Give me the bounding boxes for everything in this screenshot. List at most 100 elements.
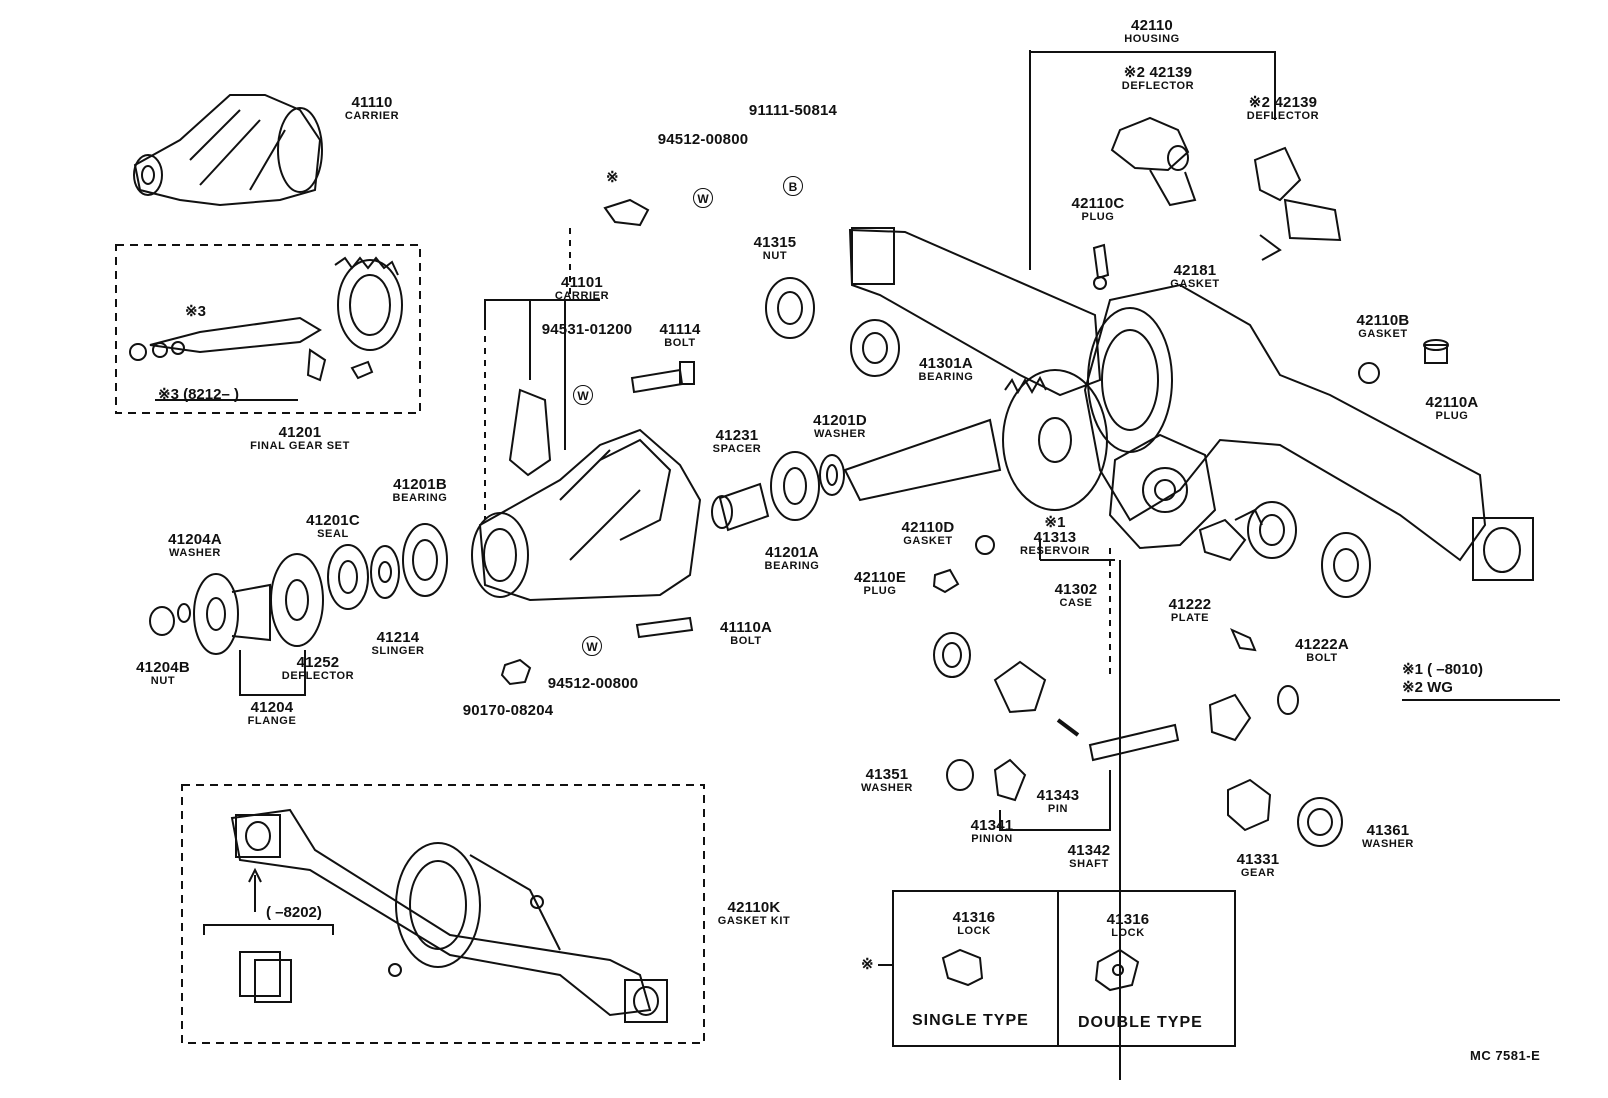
label-lock-single: 41316 LOCK [953,910,996,937]
case-41302-drawing [1039,433,1217,1080]
gasket-42110d-drawing [975,535,995,555]
part-description: CASE [1059,597,1093,609]
part-description: FINAL GEAR SET [250,440,350,452]
part-number: ※2 42139 [1123,64,1193,81]
part-description: PLATE [1170,612,1210,624]
part-number: 41252 [296,654,340,671]
part-number: 41204A [168,531,222,548]
gasket-42110b-drawing [1358,362,1380,384]
part-description: FLANGE [247,715,297,727]
part-description: PIN [1047,803,1069,815]
part-number: 90170-08204 [462,702,554,719]
part-description: DEFLECTOR [1246,110,1320,122]
flange-group-drawing [149,523,448,696]
label-bearing-41201a: 41201A BEARING [765,545,820,572]
part-description: SPACER [712,443,762,455]
label-shaft-41342: 41342 SHAFT [1068,843,1111,870]
bearing-41301a-drawing [850,319,900,377]
part-number: 41351 [865,766,909,783]
label-deflector-41252: 41252 DEFLECTOR [282,655,354,682]
part-number: 41110 [351,94,393,111]
label-seal-41201c: 41201C SEAL [306,513,360,540]
w-circle-middle: W [573,385,593,405]
carrier-41110-drawing [133,94,323,207]
part-number: 41331 [1236,851,1280,868]
part-description: GASKET [1170,278,1220,290]
part-description: WASHER [814,428,866,440]
label-case-41302: 41302 CASE [1055,582,1098,609]
part-number: 94512-00800 [657,131,749,148]
part-number: 42110D [901,519,955,536]
label-washer-41201d: 41201D WASHER [813,413,867,440]
label-plug-42110e: 42110E PLUG [854,570,906,597]
part-number: 41204B [136,659,190,676]
label-slinger-41214: 41214 SLINGER [371,630,424,657]
label-bearing-41301a: 41301A BEARING [919,356,974,383]
label-plug-42110c: 42110C PLUG [1072,196,1125,223]
deflector-42139-b-drawing [1253,146,1342,261]
part-number: 42110B [1356,312,1410,329]
part-number: 41114 [659,321,701,338]
plug-42110e-drawing [932,568,960,594]
part-description: WASHER [861,782,913,794]
part-number: 94531-01200 [541,321,633,338]
deflector-42139-a-drawing [1110,116,1197,207]
part-number: 41222A [1295,636,1349,653]
part-number: 41231 [715,427,759,444]
part-number: 41201D [813,412,867,429]
lock-double-drawing [1094,948,1140,992]
label-bolt-41222a: 41222A BOLT [1295,637,1349,664]
part-number: 41361 [1366,822,1410,839]
label-nut-41315: 41315 NUT [754,235,797,262]
final-gear-set-box [115,244,421,414]
kit-range-note: ( –8202) [266,904,322,921]
label-housing-42110: 42110 HOUSING [1124,18,1180,45]
part-description: GEAR [1240,867,1276,879]
part-number: 41204 [250,699,294,716]
housing-42110-drawing [848,50,1534,581]
note-1: ※1 ( –8010) [1402,661,1483,678]
part-description: PLUG [863,585,897,597]
part-number: 41201A [765,544,819,561]
ring-gear-drawing [843,369,1108,511]
part-number: 42110K [727,899,781,916]
label-lock-double: 41316 LOCK [1107,912,1150,939]
label-bolt-91111: 91111-50814 [749,103,837,118]
part-description: GASKET KIT [717,915,791,927]
single-type-label: SINGLE TYPE [912,1012,1029,1029]
label-pinion-41341: 41341 PINION [971,818,1014,845]
part-description: GASKET [1358,328,1408,340]
part-number: 41110A [719,619,773,636]
part-number: 42110 [1131,17,1173,34]
label-bolt-41114: 41114 BOLT [659,322,700,349]
part-description: PINION [971,833,1013,845]
part-description: HOUSING [1124,33,1180,45]
part-number: 41316 [1106,911,1150,928]
part-number: 41201 [278,424,322,441]
part-description: LOCK [1111,927,1145,939]
carrier-41101-drawing [471,198,702,602]
label-washer-41204a: 41204A WASHER [168,532,222,559]
label-pin-41343: 41343 PIN [1037,788,1080,815]
part-description: CARRIER [554,290,610,302]
bolt-41222a-drawing [1230,628,1257,652]
part-number: 41302 [1054,581,1098,598]
part-number: 41201C [306,512,360,529]
spacer-bearing-washer-drawing [711,451,845,532]
lock-type-box [892,890,1236,1047]
label-washer-94512-bottom: 94512-00800 [548,676,639,691]
part-description: SEAL [317,528,349,540]
label-gasket-kit: 42110K GASKET KIT [718,900,791,927]
part-description: LOCK [957,925,991,937]
label-carrier-41110: 41110 CARRIER [345,95,399,122]
part-number: 42110C [1071,195,1125,212]
gasket-kit-drawing [203,808,668,1023]
part-description: WASHER [169,547,221,559]
part-number: 41343 [1036,787,1080,804]
part-description: SHAFT [1069,858,1109,870]
label-gasket-42110b: 42110B GASKET [1357,313,1410,340]
plug-42110a-drawing [1423,339,1449,364]
part-description: NUT [150,675,176,687]
side-bearing-right-drawing [1247,501,1371,598]
